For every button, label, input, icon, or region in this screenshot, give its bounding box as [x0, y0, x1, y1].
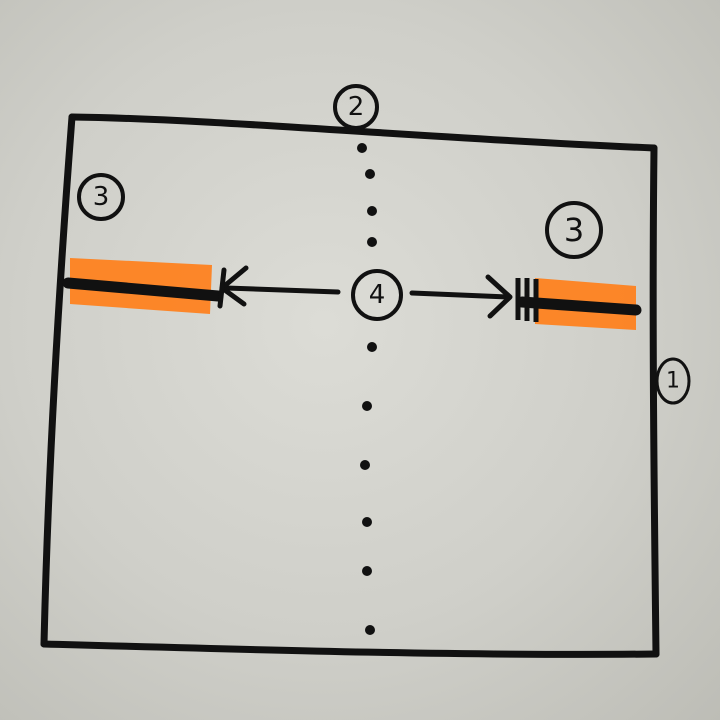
dot [367, 237, 377, 247]
dot [367, 342, 377, 352]
label-top-group: 2 [333, 84, 379, 130]
dot [365, 169, 375, 179]
left-arrow [217, 265, 341, 309]
frame-top [68, 113, 658, 152]
frame-left [40, 113, 76, 648]
label-top: 2 [348, 92, 365, 122]
label-circle [655, 357, 691, 405]
label-circle [545, 201, 603, 259]
dot [360, 460, 370, 470]
outer-frame [40, 113, 660, 658]
dot [365, 625, 375, 635]
label-left-upper-group: 3 [77, 173, 125, 221]
label-right-upper: 3 [564, 211, 584, 249]
right-bar [516, 296, 642, 316]
label-right-edge-group: 1 [655, 357, 691, 405]
label-right-upper-group: 3 [545, 201, 603, 259]
dot [367, 206, 377, 216]
frame-bottom [40, 640, 660, 658]
center-dotted-line [357, 143, 377, 635]
label-circle [351, 269, 403, 321]
label-center-group: 4 [351, 269, 403, 321]
label-center: 4 [369, 280, 386, 310]
label-left-upper: 3 [93, 182, 110, 212]
dot [362, 401, 372, 411]
left-bar [62, 277, 224, 302]
label-circle [77, 173, 125, 221]
dot [357, 143, 367, 153]
dot [362, 517, 372, 527]
right-arrow [409, 274, 513, 319]
label-right-edge: 1 [666, 369, 680, 394]
dot [362, 566, 372, 576]
right-bar-ticks [515, 278, 539, 322]
frame-right [649, 144, 660, 658]
label-circle [333, 84, 379, 130]
